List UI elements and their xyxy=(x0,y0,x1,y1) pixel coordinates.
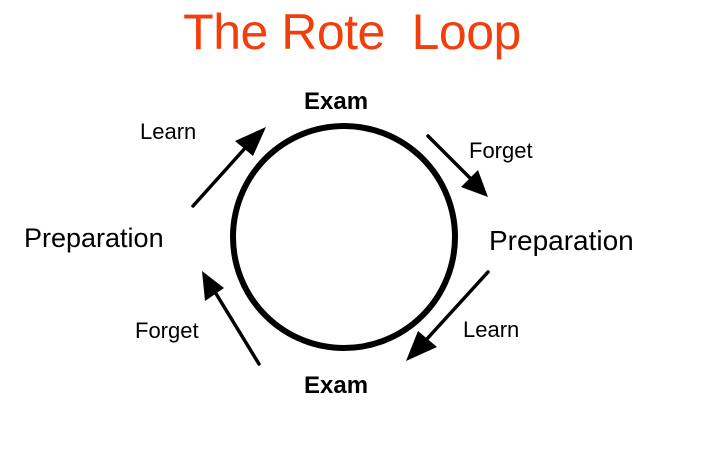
node-preparation-right: Preparation xyxy=(489,225,634,256)
edge-label-learn-bottom-right: Learn xyxy=(463,317,520,342)
diagram-title: The Rote Loop xyxy=(183,4,521,60)
edge-label-forget-top-right: Forget xyxy=(469,138,533,163)
loop-circle xyxy=(230,123,458,351)
arrow-learn-top-left xyxy=(191,127,266,208)
arrow-forget-top-right xyxy=(426,134,488,197)
node-exam-top: Exam xyxy=(304,88,369,115)
node-preparation-left: Preparation xyxy=(24,223,164,253)
arrow-learn-bottom-right xyxy=(406,270,490,361)
arrow-forget-bottom-left xyxy=(202,271,261,366)
edge-label-learn-top-left: Learn xyxy=(140,119,197,144)
node-exam-bottom: Exam xyxy=(304,372,369,399)
edge-label-forget-bottom-left: Forget xyxy=(135,318,199,343)
